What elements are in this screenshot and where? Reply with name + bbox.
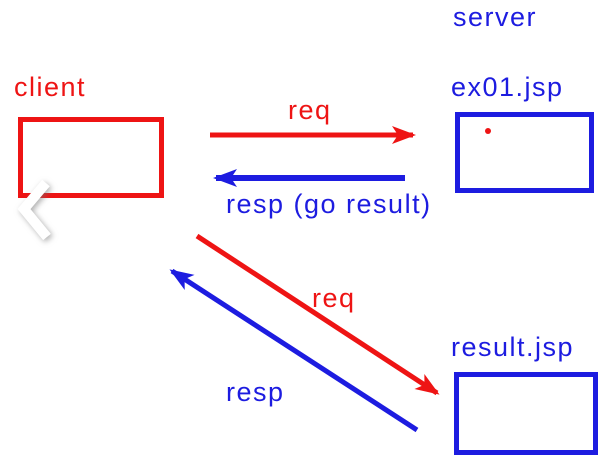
chevron-left-icon[interactable] xyxy=(10,172,66,250)
result-jsp-label: result.jsp xyxy=(451,332,575,362)
client-box xyxy=(18,117,164,198)
resp-go-result-arrow-label: resp (go result) xyxy=(226,189,432,219)
ex01-jsp-label: ex01.jsp xyxy=(451,72,564,102)
red-dot xyxy=(485,128,491,134)
req-diagonal-arrow-label: req xyxy=(312,283,356,313)
req-top-arrow-label: req xyxy=(288,95,332,125)
resp-diagonal-arrow-label: resp xyxy=(226,377,285,407)
server-label: server xyxy=(453,2,538,32)
client-label: client xyxy=(14,72,87,102)
result-jsp-box xyxy=(454,372,598,455)
req-arrow-client-to-result xyxy=(195,233,440,396)
ex01-jsp-box xyxy=(455,112,594,193)
resp-arrow-result-to-client xyxy=(169,268,419,433)
